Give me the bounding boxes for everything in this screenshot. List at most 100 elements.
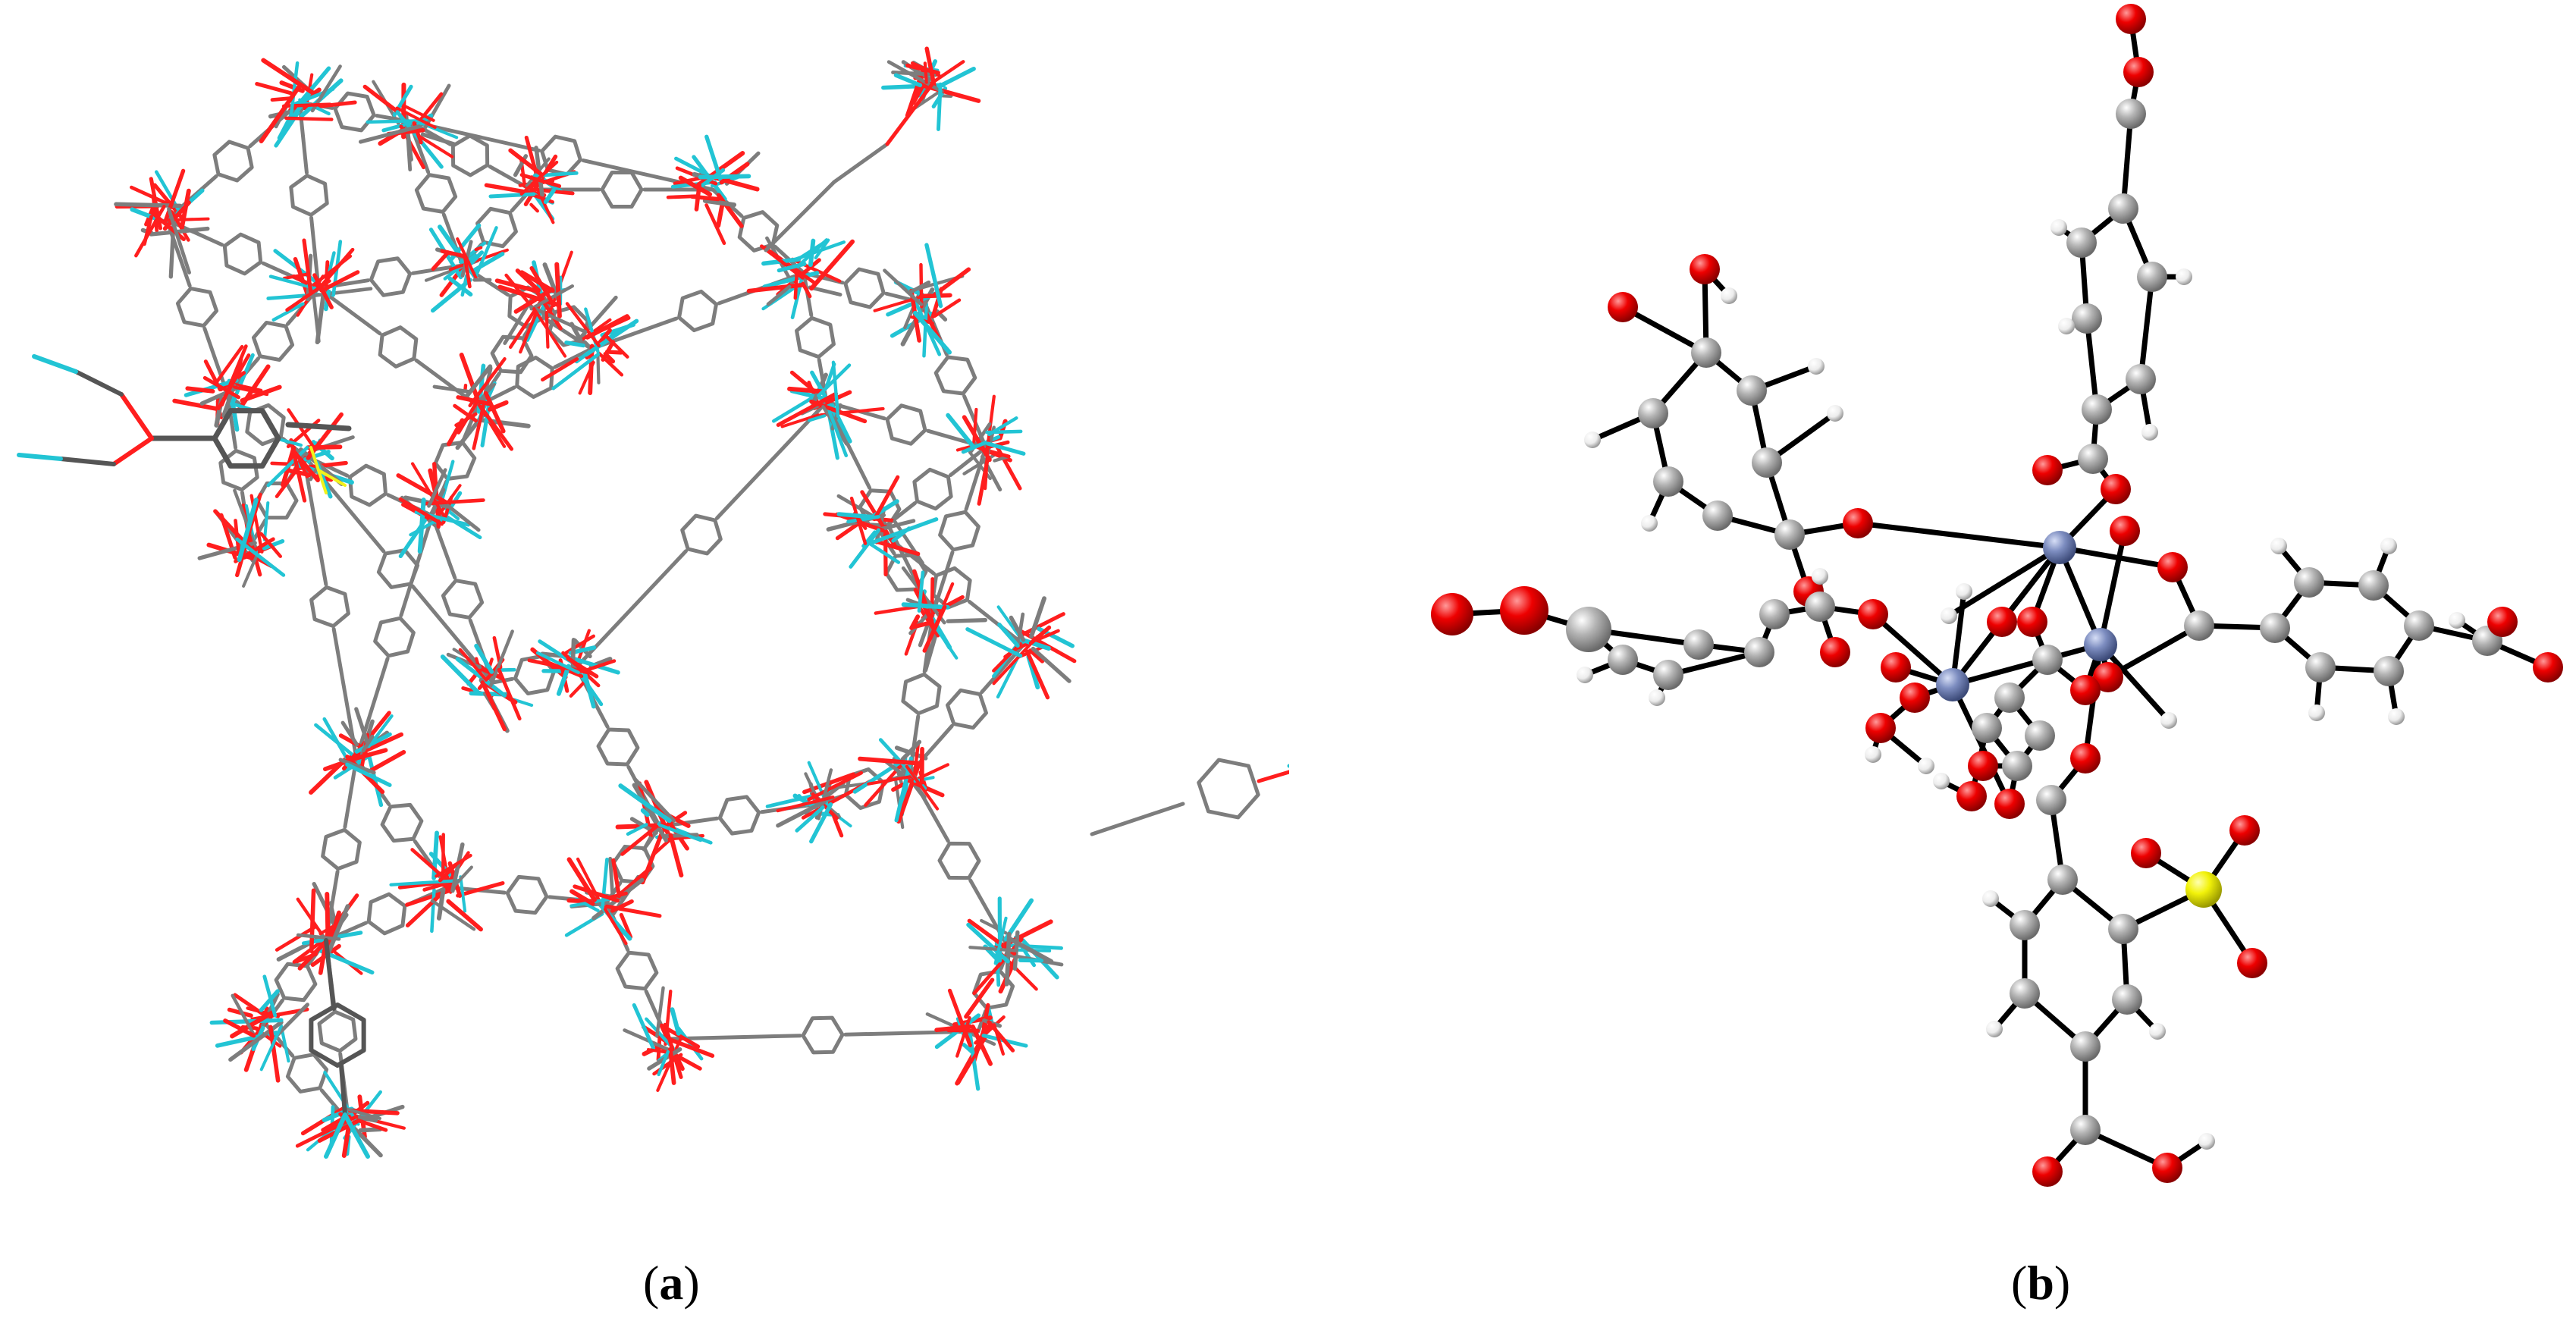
carbon-atom — [2112, 984, 2142, 1015]
framework-bond — [996, 654, 1020, 699]
framework-bond — [597, 351, 624, 377]
carbon-atom — [2070, 1031, 2101, 1062]
benzene-ring — [251, 320, 295, 362]
carbon-atom — [1683, 629, 1714, 660]
benzene-ring — [946, 688, 988, 730]
hydrogen-atom — [1986, 1021, 2003, 1037]
framework-bond — [884, 760, 904, 776]
framework-bond — [993, 916, 1008, 965]
caption-a: (a) — [643, 1256, 700, 1310]
framework-bond — [646, 1048, 669, 1054]
carbon-atom — [2404, 610, 2434, 641]
benzene-ring — [843, 267, 886, 309]
framework-bond — [809, 239, 855, 291]
chemical-bond — [1946, 544, 2063, 619]
framework-bond — [529, 202, 539, 213]
framework-bond — [787, 386, 824, 394]
framework-bond — [463, 252, 472, 289]
framework-bond — [1018, 612, 1065, 638]
framework-bond — [891, 782, 905, 792]
framework-bond — [343, 1112, 370, 1159]
framework-bond — [922, 302, 929, 358]
framework-bond — [266, 445, 309, 488]
framework-bond — [702, 198, 737, 208]
framework-bond — [664, 990, 673, 1046]
benzene-ring — [245, 403, 286, 447]
framework-bond — [883, 524, 888, 577]
framework-bond — [1031, 646, 1072, 683]
benzene-ring — [795, 315, 836, 359]
framework-bond — [74, 369, 124, 397]
oxygen-atom — [1956, 781, 1987, 811]
oxygen-atom — [1843, 508, 1873, 538]
framework-bond — [584, 318, 639, 357]
framework-bond — [268, 275, 317, 290]
oxygen-atom — [1500, 586, 1548, 635]
framework-bond — [431, 250, 450, 271]
framework-bond — [456, 237, 478, 282]
framework-bond — [271, 302, 305, 322]
framework-bond — [604, 350, 623, 355]
framework-bond — [922, 604, 947, 653]
hydrogen-atom — [1721, 287, 1737, 304]
hydrogen-atom — [2198, 1133, 2215, 1150]
oxygen-atom — [2070, 675, 2101, 705]
framework-bond — [987, 416, 1018, 437]
sulfur-atom — [2185, 871, 2222, 908]
oxygen-atom — [2093, 662, 2123, 692]
oxygen-atom — [1820, 637, 1850, 667]
framework-wireframe — [17, 46, 1289, 1159]
framework-bond — [450, 842, 465, 893]
framework-bond — [955, 1015, 971, 1058]
framework-bond — [324, 1112, 347, 1159]
framework-bond — [488, 629, 514, 688]
framework-bond — [312, 881, 338, 930]
framework-bond — [947, 988, 973, 1048]
framework-bond — [223, 1018, 256, 1038]
framework-bond — [255, 81, 293, 96]
chemical-bond — [2084, 315, 2100, 413]
framework-bond — [962, 1043, 975, 1055]
benzene-ring — [475, 206, 518, 249]
benzene-ring — [378, 325, 419, 369]
hydrogen-atom — [2149, 1023, 2166, 1040]
framework-bond — [642, 836, 652, 852]
framework-bond — [992, 1023, 1006, 1056]
framework-bond — [453, 403, 478, 423]
chemical-bond — [1855, 520, 2063, 551]
framework-bond — [322, 1106, 354, 1122]
framework-bond — [474, 643, 494, 674]
framework-bond — [345, 762, 392, 787]
framework-bond — [295, 952, 318, 964]
framework-bond — [519, 160, 559, 196]
framework-bond — [1016, 612, 1025, 645]
carbon-atom — [1653, 466, 1683, 497]
framework-bond — [651, 836, 673, 858]
hydrogen-atom — [1641, 515, 1658, 532]
framework-bond — [936, 82, 943, 131]
framework-bond — [420, 132, 457, 146]
oxygen-atom — [1608, 292, 1638, 322]
framework-bond — [716, 193, 744, 228]
benzene-ring — [937, 841, 981, 880]
framework-bond — [185, 386, 215, 394]
carbon-atom — [2002, 751, 2032, 781]
oxygen-atom — [1994, 789, 2025, 819]
oxygen-atom — [2123, 57, 2154, 87]
framework-bond — [309, 888, 316, 954]
framework-bond — [891, 526, 911, 543]
framework-bond — [519, 173, 562, 188]
framework-bond — [317, 469, 347, 487]
framework-bond — [430, 888, 436, 934]
metal-atom — [2043, 531, 2076, 564]
carbon-atom — [2126, 364, 2156, 394]
framework-bond — [231, 993, 256, 1037]
framework-bond — [184, 378, 239, 397]
framework-bond — [908, 610, 932, 635]
benzene-ring — [933, 355, 977, 396]
framework-bond — [556, 664, 571, 696]
framework-bond — [527, 658, 595, 676]
framework-bond — [836, 512, 875, 519]
carbon-atom — [1566, 607, 1611, 652]
carbon-atom — [1994, 682, 2025, 713]
